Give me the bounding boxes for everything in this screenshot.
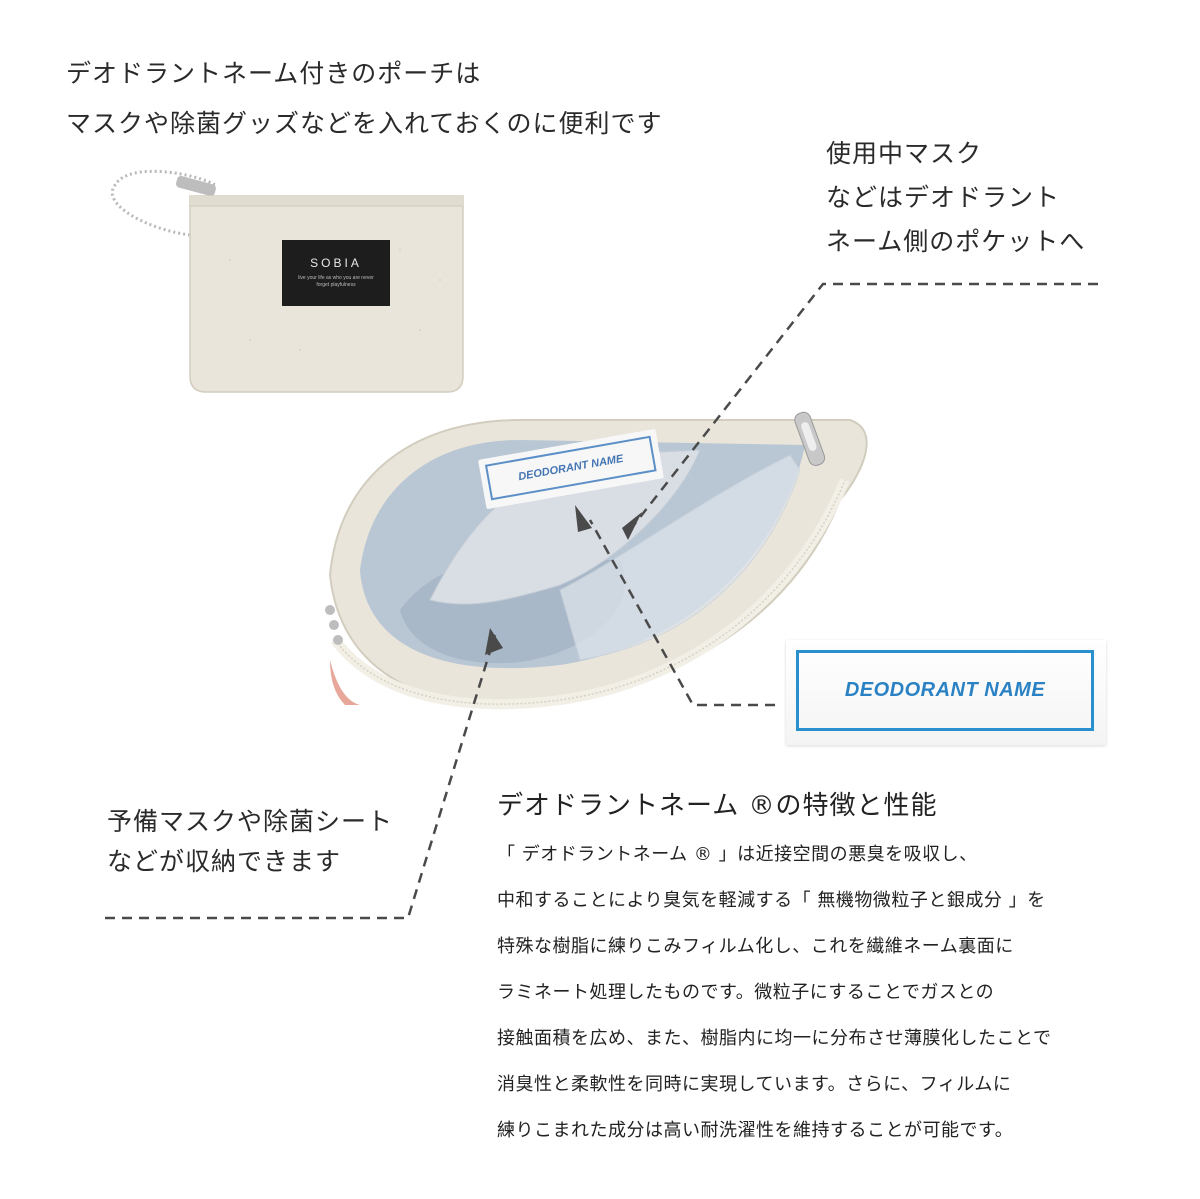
callout-left-line-2: などが収納できます: [107, 847, 342, 876]
features-title: デオドラントネーム ®の特徴と性能: [497, 791, 938, 821]
open-pouch-image: [325, 411, 868, 710]
features-line: ラミネート処理したものです。微粒子にすることでガスとの: [497, 982, 995, 1003]
callout-right-line-3: ネーム側のポケットへ: [826, 227, 1086, 256]
callout-right-line-2: などはデオドラント: [826, 183, 1061, 212]
brand-tag: SOBIA live your life as who you are neve…: [282, 240, 390, 306]
features-line: 中和することにより臭気を軽減する「 無機物微粒子と銀成分 」を: [497, 890, 1046, 911]
features-body: 「 デオドラントネーム ® 」は近接空間の悪臭を吸収し、 中和することにより臭気…: [497, 832, 1051, 1154]
deodorant-label-sample: DEODORANT NAME: [786, 640, 1106, 745]
callout-left-line-1: 予備マスクや除菌シート: [107, 807, 394, 836]
label-frame: DEODORANT NAME: [796, 650, 1094, 731]
inner-label-text: DEODORANT NAME: [517, 452, 625, 484]
intro-line-2: マスクや除菌グッズなどを入れておくのに便利です: [66, 109, 663, 138]
callout-right-line-1: 使用中マスク: [826, 139, 983, 168]
features-line: 「 デオドラントネーム ® 」は近接空間の悪臭を吸収し、: [497, 844, 978, 865]
features-line: 接触面積を広め、また、樹脂内に均一に分布させ薄膜化したことで: [497, 1028, 1052, 1049]
leader-lines: [105, 282, 1098, 920]
brand-slogan: live your life as who you are never forg…: [298, 275, 374, 288]
label-text: DEODORANT NAME: [844, 679, 1046, 701]
features-line: 練りこまれた成分は高い耐洗濯性を維持することが可能です。: [497, 1120, 1014, 1141]
brand-name: SOBIA: [310, 256, 362, 270]
features-line: 特殊な樹脂に練りこみフィルム化し、これを繊維ネーム裏面に: [497, 936, 1014, 957]
arrow-heads: [485, 505, 642, 655]
intro-line-1: デオドラントネーム付きのポーチは: [66, 59, 482, 88]
features-line: 消臭性と柔軟性を同時に実現しています。さらに、フィルムに: [497, 1074, 1012, 1095]
